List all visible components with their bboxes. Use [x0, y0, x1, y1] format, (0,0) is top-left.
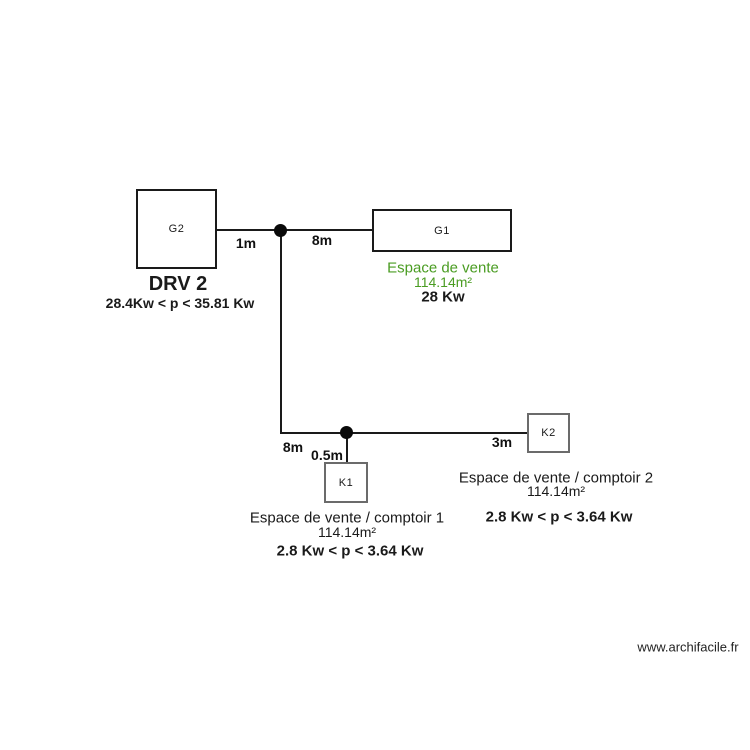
distance-label-g2-junction1: 1m: [235, 235, 257, 251]
g2-power-range: 28.4Kw < p < 35.81 Kw: [105, 295, 255, 311]
g1-area-label: 114.14m²: [413, 274, 473, 290]
device-tag-k2: K2: [541, 427, 556, 439]
device-tag-g2: G2: [168, 223, 185, 235]
distance-label-junction2-k1: 0.5m: [311, 447, 343, 463]
g2-title: DRV 2: [148, 273, 208, 295]
device-box-k2[interactable]: K2: [527, 413, 570, 453]
g1-zone-label: Espace de vente: [387, 259, 499, 277]
wire-junction2-to-k1[interactable]: [346, 432, 348, 464]
distance-label-junction1-g1: 8m: [311, 232, 333, 248]
wire-g2-to-g1[interactable]: [217, 229, 372, 231]
k2-power-range: 2.8 Kw < p < 3.64 Kw: [485, 508, 633, 526]
device-tag-k1: K1: [338, 476, 354, 489]
distance-label-junction2-k2: 3m: [491, 434, 513, 450]
device-box-k1[interactable]: K1: [324, 462, 368, 503]
k2-zone-label: Espace de vente / comptoir 2: [458, 469, 654, 487]
k1-zone-label: Espace de vente / comptoir 1: [249, 509, 445, 527]
k1-area-label: 114.14m²: [317, 524, 377, 540]
wire-junction1-to-junction2[interactable]: [280, 229, 282, 434]
k2-area-label: 114.14m²: [526, 483, 586, 499]
device-box-g2[interactable]: G2: [136, 189, 217, 269]
g1-power-label: 28 Kw: [421, 288, 465, 306]
archifacile-watermark: www.archifacile.fr: [637, 639, 739, 655]
wire-junction2-to-k2[interactable]: [280, 432, 527, 434]
device-tag-g1: G1: [434, 224, 450, 237]
distance-label-junction1-junction2: 8m: [282, 439, 304, 455]
junction-dot-1: [274, 224, 287, 237]
device-box-g1[interactable]: G1: [372, 209, 512, 252]
k1-power-range: 2.8 Kw < p < 3.64 Kw: [276, 542, 424, 560]
junction-dot-2: [340, 426, 353, 439]
